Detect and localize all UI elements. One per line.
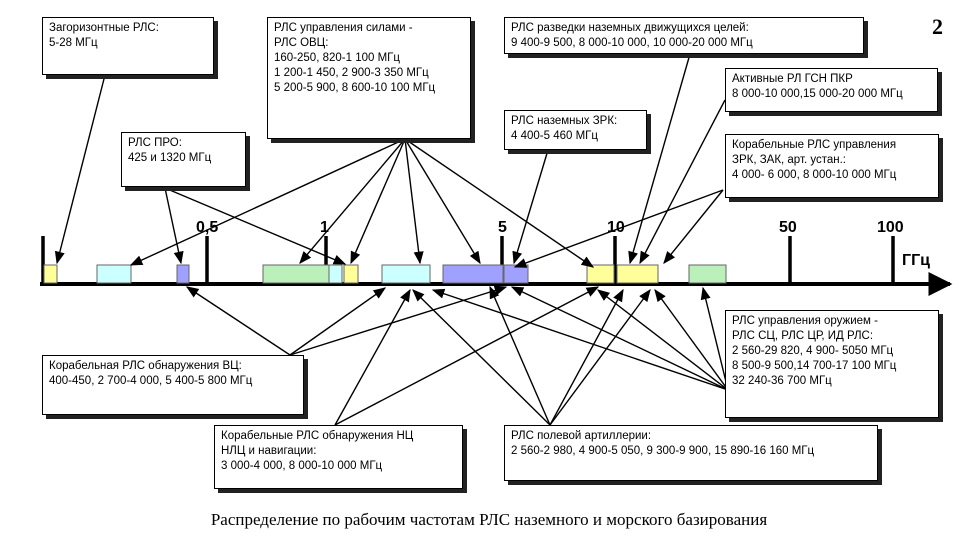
- box-field-artillery: РЛС полевой артиллерии: 2 560-2 980, 4 9…: [504, 425, 878, 481]
- band-8-10ghz: [586, 264, 615, 284]
- band-artillery-3ghz: [442, 264, 504, 284]
- band-force-control: [262, 264, 330, 284]
- band-weapon-32ghz: [688, 264, 727, 284]
- box-ship-air-detect: Корабельная РЛС обнаружения ВЦ: 400-450,…: [42, 355, 304, 415]
- box-force-control: РЛС управления силами - РЛС ОВЦ: 160-250…: [267, 17, 471, 139]
- box-ship-control: Корабельные РЛС управления ЗРК, ЗАК, арт…: [725, 134, 939, 198]
- arrows: [54, 53, 729, 426]
- box-ground-moving: РЛС разведки наземных движущихся целей: …: [504, 17, 864, 54]
- tick-label-5: 5: [498, 219, 507, 236]
- page-number: 2: [932, 14, 943, 39]
- box-weapon-control: РЛС управления оружием - РЛС СЦ, РЛС ЦР,…: [725, 310, 939, 418]
- tick-label-100: 100: [877, 219, 904, 236]
- box-missile-defense: РЛС ПРО: 425 и 1320 МГц: [121, 132, 246, 187]
- axis-unit: ГГц: [902, 252, 930, 269]
- band-ground-sam: [503, 264, 529, 284]
- box-ship-surface-detect: Корабельные РЛС обнаружения НЦ НЛЦ и нав…: [214, 425, 463, 489]
- box-active-seeker: Активные РЛ ГСН ПКР 8 000-10 000,15 000-…: [725, 68, 938, 112]
- band-force-control-2: [328, 264, 343, 284]
- band-ship-surface: [381, 264, 431, 284]
- figure-caption: Распределение по рабочим частотам РЛС на…: [210, 510, 768, 529]
- tick-label-50: 50: [779, 219, 797, 236]
- tick-label-0.5: 0,5: [196, 219, 218, 236]
- band-missile-defense: [176, 264, 190, 284]
- band-force-control-3: [343, 264, 359, 284]
- band-over-horizon: [43, 264, 58, 284]
- tick-label-1: 1: [320, 219, 329, 236]
- band-10-20ghz: [616, 264, 659, 284]
- band-ship-air-low: [96, 264, 132, 284]
- box-over-horizon: Загоризонтные РЛС: 5-28 МГц: [42, 17, 214, 75]
- box-ground-sam: РЛС наземных ЗРК: 4 400-5 460 МГц: [504, 110, 647, 150]
